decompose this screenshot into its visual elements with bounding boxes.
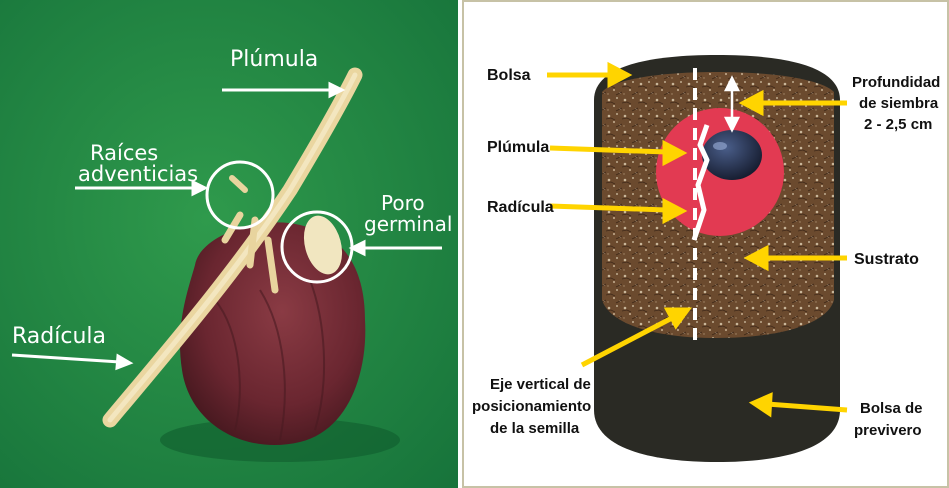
- label-profundidad-line1: Profundidad: [852, 74, 940, 91]
- label-poro-line2: germinal: [364, 212, 452, 236]
- label-radicula: Radícula: [487, 199, 554, 216]
- label-profundidad-line2: de siembra: [859, 95, 939, 112]
- label-eje-line3: de la semilla: [490, 420, 580, 437]
- label-bolsa-previvero-line2: previvero: [854, 422, 922, 439]
- seed-highlight: [713, 142, 727, 150]
- label-bolsa: Bolsa: [487, 67, 531, 84]
- label-bolsa-previvero-line1: Bolsa de: [860, 400, 923, 417]
- planting-diagram: Bolsa Plúmula Radícula Profundidad de si…: [462, 0, 949, 488]
- label-raices-line2: adventicias: [78, 162, 198, 186]
- label-radicula: Radícula: [12, 324, 106, 349]
- label-plumula: Plúmula: [487, 139, 549, 156]
- label-sustrato: Sustrato: [854, 251, 919, 268]
- seed: [702, 130, 762, 180]
- label-profundidad-line3: 2 - 2,5 cm: [864, 116, 932, 133]
- label-eje-line2: posicionamiento: [472, 398, 591, 415]
- label-eje-line1: Eje vertical de: [490, 376, 591, 393]
- label-plumula: Plúmula: [230, 47, 318, 72]
- germination-photo-svg: Plúmula Raíces adventicias Poro germinal…: [0, 0, 458, 488]
- planting-diagram-svg: Bolsa Plúmula Radícula Profundidad de si…: [462, 0, 949, 488]
- germination-photo: Plúmula Raíces adventicias Poro germinal…: [0, 0, 458, 488]
